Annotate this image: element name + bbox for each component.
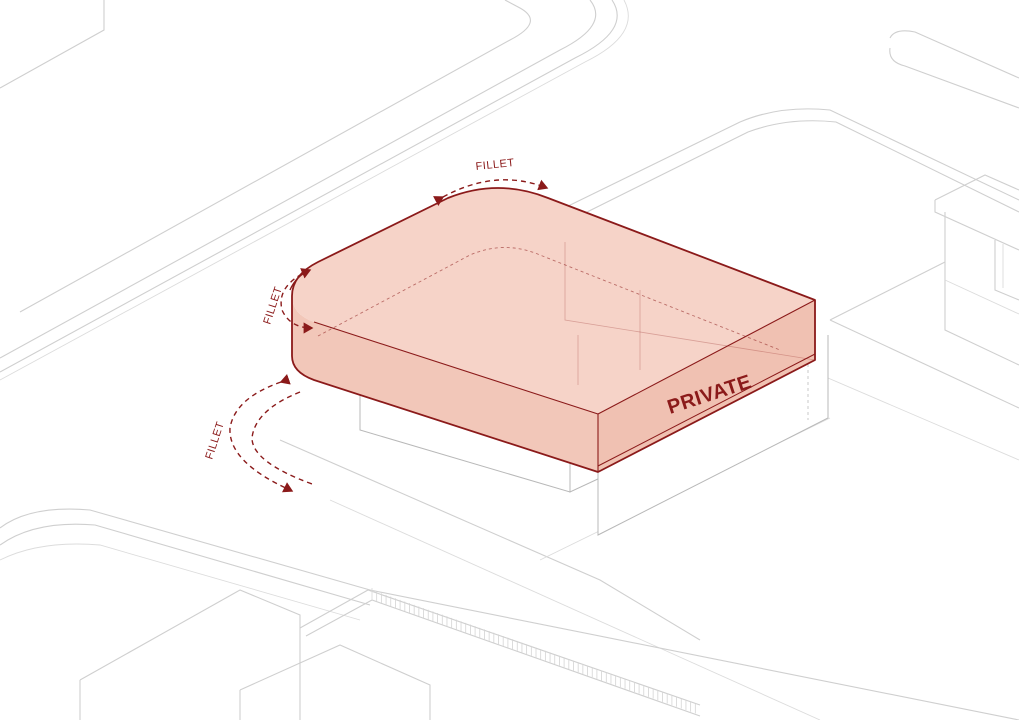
context-sidewalk-right xyxy=(829,319,1019,409)
context-building-right-face xyxy=(944,212,1019,366)
context-pill-bottom xyxy=(889,47,1019,109)
context-sidewalk-right-2 xyxy=(827,377,1019,461)
context-building-bottom-mid xyxy=(239,644,431,720)
context-building-right-base xyxy=(829,261,946,321)
private-volume xyxy=(291,187,816,473)
volume-inner-offset xyxy=(317,247,781,351)
fillet-label-top: FILLET xyxy=(475,157,515,173)
context-curb-1 xyxy=(279,439,701,641)
context-building-bottom-left xyxy=(79,589,301,720)
podium-right-face xyxy=(597,335,829,536)
context-building-right-cornice xyxy=(934,200,1019,251)
fillet-arrow-side-head xyxy=(289,268,312,291)
context-road-right-2 xyxy=(574,120,1019,219)
volume-top-face xyxy=(292,188,815,414)
context-street-inner xyxy=(19,0,531,313)
context-road-right-1 xyxy=(559,108,1019,211)
context-block-top-left xyxy=(0,0,105,89)
context-road-bottom-1 xyxy=(0,508,1019,720)
context-street-outer-3 xyxy=(0,0,629,381)
fillet-label-ground: FILLET xyxy=(203,420,226,461)
context-building-right-window xyxy=(994,240,1019,301)
context-street-outer-1 xyxy=(0,0,597,359)
fillet-annotation-ground: FILLET xyxy=(203,373,313,493)
fillet-annotation-top: FILLET xyxy=(432,157,549,206)
volume-ghost-line-1 xyxy=(564,242,816,361)
fillet-arrow-ground-head xyxy=(281,482,294,493)
context-building-right-band xyxy=(944,279,1019,315)
volume-top-edge xyxy=(313,299,816,415)
context-pill-top xyxy=(889,30,1019,79)
context-road-bottom-3 xyxy=(0,543,361,621)
context-curb-2 xyxy=(329,499,821,720)
context-street-outer-2 xyxy=(0,0,618,373)
fillet-arrow-side xyxy=(280,269,314,334)
fillet-arrow-ground-outer xyxy=(229,373,291,491)
context-road-bottom-2 xyxy=(0,523,371,606)
fillet-arrow-top xyxy=(432,179,549,206)
fillet-arrow-ground-inner xyxy=(251,391,313,485)
balustrade-pickets xyxy=(376,591,696,714)
context-building-right-top xyxy=(934,174,1019,201)
context-balustrade xyxy=(299,588,701,717)
volume-right-face xyxy=(598,300,815,472)
volume-slab-line xyxy=(597,353,816,467)
